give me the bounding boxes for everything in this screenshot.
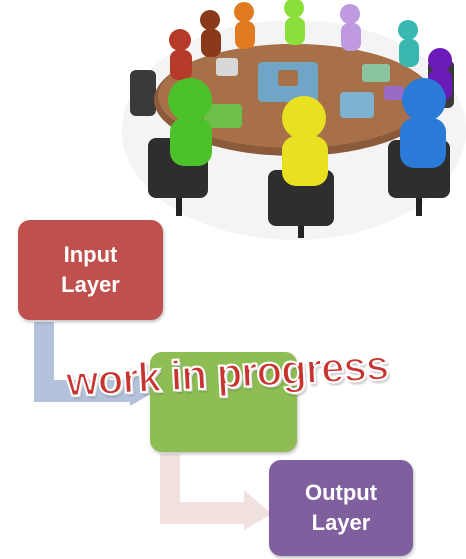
arrow-shape — [160, 454, 272, 530]
arrow-hidden-to-output — [160, 454, 272, 530]
input-layer-label-line1: Input — [63, 242, 118, 267]
arrow-input-to-hidden — [34, 322, 154, 406]
team-meeting-puzzle-icon — [122, 0, 466, 240]
hidden-layer-box — [150, 352, 297, 452]
output-layer-label-line1: Output — [304, 480, 378, 505]
input-layer-label-line2: Layer — [61, 272, 120, 297]
team-meeting-illustration — [118, 0, 466, 240]
arrow-shape — [34, 322, 154, 406]
input-layer-box: Input Layer — [18, 220, 163, 320]
output-layer-label-line2: Layer — [311, 510, 371, 535]
output-layer-box: Output Layer — [269, 460, 413, 556]
